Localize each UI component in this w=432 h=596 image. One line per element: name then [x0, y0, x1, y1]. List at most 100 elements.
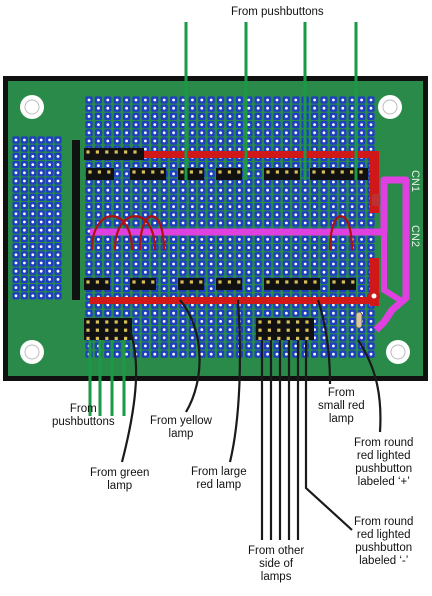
pad-hole [303, 254, 307, 258]
pad-hole [106, 352, 110, 356]
pad-hole [115, 197, 119, 200]
pad-hole [200, 320, 204, 323]
pad-hole [350, 205, 354, 209]
pad-hole [87, 180, 91, 184]
pad-hole [275, 115, 279, 118]
pad-hole [350, 221, 354, 225]
pad-hole [134, 303, 138, 307]
pad-hole [238, 270, 241, 274]
label-round-minus: From round red lighted pushbutton labele… [354, 516, 413, 568]
red-pad-hole [371, 293, 377, 299]
mounting-hole [20, 95, 44, 119]
label-line: red lamp [196, 479, 242, 491]
pad-hole [341, 98, 345, 102]
header-pin [105, 328, 109, 332]
label-line: From round [354, 437, 414, 449]
pad-hole [228, 262, 232, 266]
header-pin [105, 150, 109, 154]
pad-hole [209, 328, 213, 331]
header-pin [95, 320, 99, 324]
pad-hole [106, 262, 110, 266]
pad-hole [275, 213, 279, 217]
pad-hole [275, 352, 279, 356]
pad-hole [294, 139, 298, 143]
pad-hole [125, 180, 128, 184]
pad-hole [256, 303, 260, 307]
pad-hole [294, 311, 298, 315]
pad-hole [341, 131, 345, 135]
red-trace [90, 297, 375, 304]
pad-hole [172, 106, 176, 110]
red-traces [90, 151, 410, 333]
pad-hole [238, 115, 241, 118]
pad-hole [48, 196, 51, 199]
pad-hole [350, 254, 354, 258]
pad-hole [266, 123, 269, 126]
pad-hole [106, 221, 110, 225]
pad-hole [369, 123, 373, 126]
pad-hole [144, 262, 147, 266]
pad-hole [303, 238, 307, 241]
label-line: lamp [328, 413, 354, 425]
pad-hole [162, 303, 166, 307]
pad-hole [369, 352, 373, 356]
pad-hole [294, 180, 298, 184]
pad-hole [172, 197, 176, 200]
pad-hole [219, 336, 223, 340]
pad-hole [31, 261, 35, 265]
pad-hole [200, 197, 204, 200]
pad-hole [332, 262, 335, 266]
pad-hole [247, 188, 251, 192]
pad-hole [247, 344, 251, 348]
pad-hole [294, 344, 298, 348]
header-pin [114, 328, 118, 332]
pad-hole [266, 131, 269, 135]
pad-hole [350, 270, 354, 274]
pad-hole [106, 311, 110, 315]
pad-hole [39, 237, 43, 240]
pad-hole [106, 344, 110, 348]
pad-hole [294, 246, 298, 250]
pad-hole [247, 238, 251, 241]
pad-hole [360, 164, 363, 168]
pad-hole [200, 188, 204, 192]
pad-hole [275, 246, 279, 250]
header-pin [341, 280, 345, 284]
pad-hole [332, 336, 335, 340]
pad-hole [97, 115, 100, 118]
label-line: lamps [260, 571, 292, 583]
pad-hole [247, 336, 251, 340]
pad-hole [266, 246, 269, 250]
pad-hole [341, 147, 345, 151]
pad-hole [23, 155, 26, 158]
header-pin [141, 170, 145, 174]
pad-hole [48, 261, 51, 265]
pad-hole [23, 187, 26, 191]
pad-hole [134, 123, 138, 126]
label-line: From [69, 403, 97, 415]
pad-hole [322, 213, 326, 217]
pad-hole [39, 228, 43, 232]
pad-hole [31, 196, 35, 199]
pad-hole [172, 213, 176, 217]
resistor [355, 311, 363, 329]
header-pin [258, 328, 262, 332]
pad-hole [341, 311, 345, 315]
pad-hole [247, 311, 251, 315]
pad-hole [31, 269, 35, 273]
pad-hole [39, 261, 43, 265]
pad-hole [97, 303, 100, 307]
pad-hole [294, 238, 298, 241]
pad-hole [369, 336, 373, 340]
pad-hole [294, 352, 298, 356]
pad-hole [125, 311, 128, 315]
pad-hole [322, 188, 326, 192]
pad-hole [322, 262, 326, 266]
pad-hole [332, 344, 335, 348]
pad-hole [332, 106, 335, 110]
pad-hole [48, 237, 51, 240]
mounting-hole-ring [24, 344, 40, 360]
pad-hole [191, 221, 194, 225]
pad-hole [125, 352, 128, 356]
pad-hole [228, 320, 232, 323]
